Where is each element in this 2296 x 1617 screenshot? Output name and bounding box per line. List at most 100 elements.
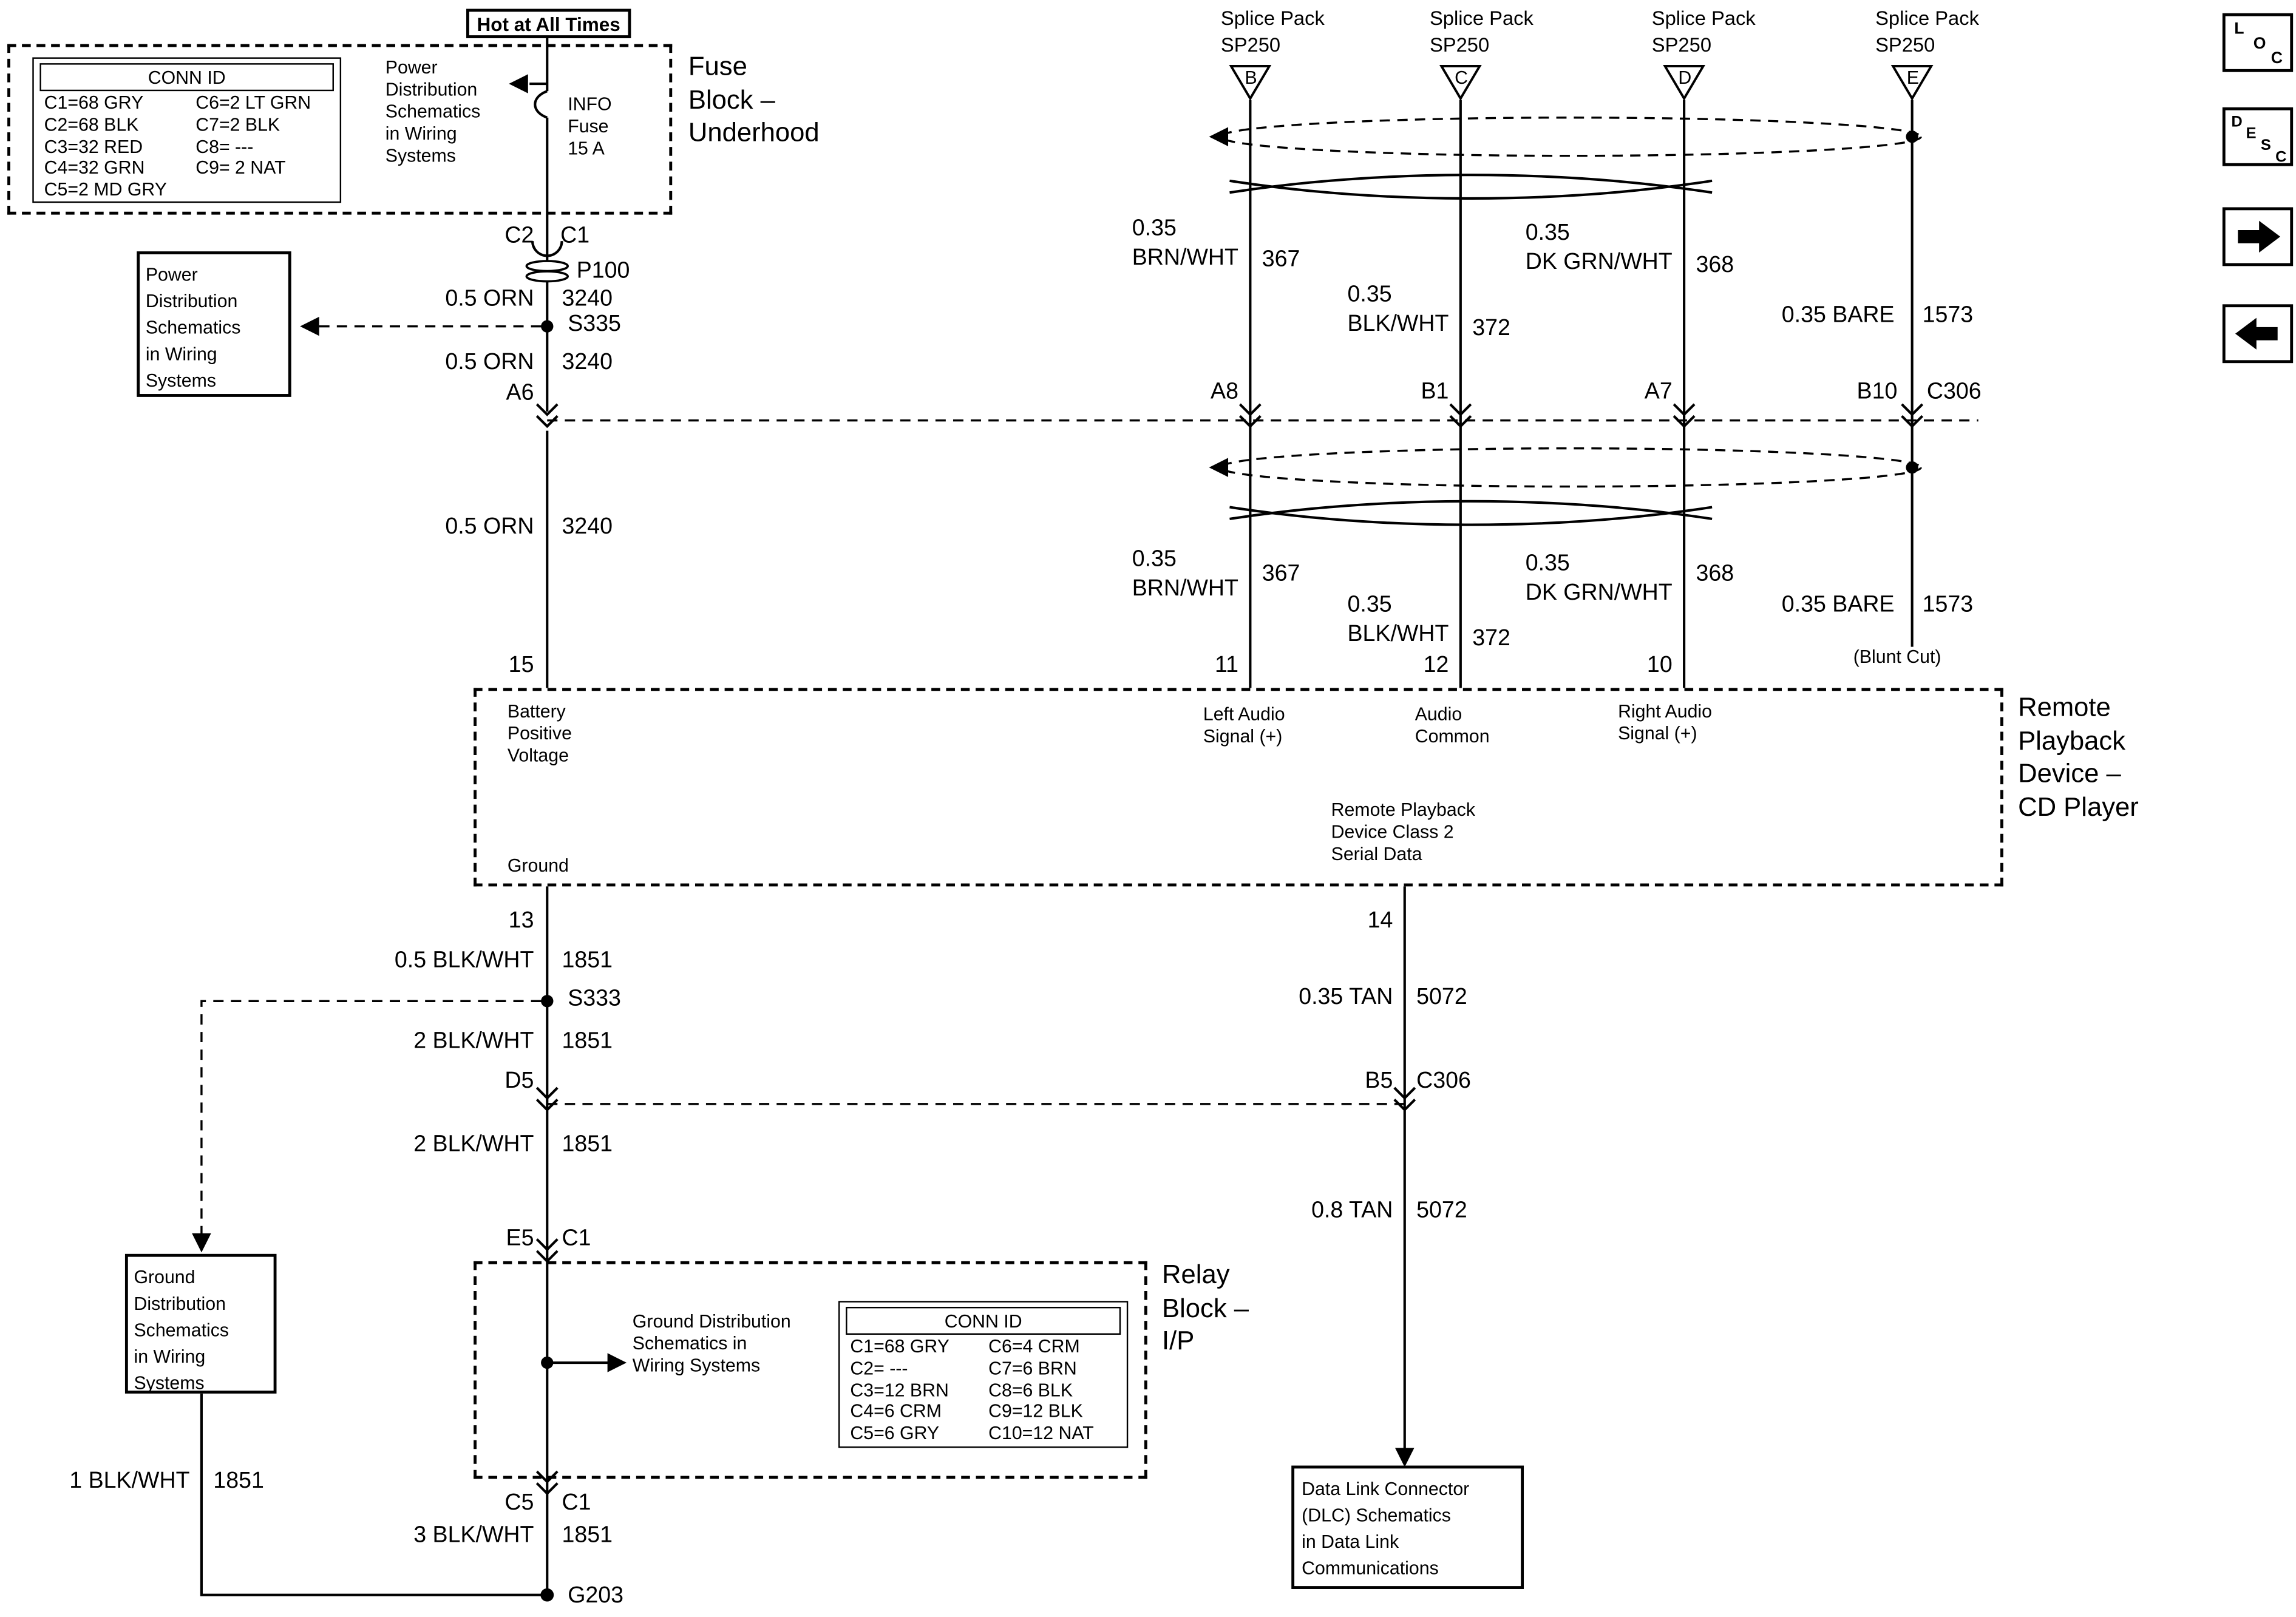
- connector-halves-icon: [531, 241, 563, 257]
- shield-oval: [1220, 447, 1922, 488]
- pin-10: 10: [1646, 653, 1673, 678]
- wire-label-bare: 0.35 BARE: [1781, 592, 1895, 618]
- terminal-d5: D5: [504, 1068, 534, 1094]
- wire-label-bare: 0.35 BARE: [1781, 302, 1895, 328]
- pin-15: 15: [508, 653, 534, 678]
- hot-at-all-times-label: Hot at All Times: [477, 12, 620, 35]
- hot-at-all-times-box: Hot at All Times: [466, 8, 631, 38]
- device-pin-audio-common: Audio Common: [1415, 704, 1490, 747]
- conn-id-entry: C9= 2 NAT: [195, 158, 286, 178]
- loc-button[interactable]: L O C: [2222, 13, 2294, 72]
- conn-id-header: CONN ID: [846, 1306, 1121, 1335]
- arrowhead-left: [1209, 458, 1229, 477]
- info-fuse-label: INFO Fuse 15 A: [568, 93, 612, 159]
- s333-reference-line: [200, 1000, 542, 1239]
- splice-pack-e-label: Splice Pack SP250: [1875, 7, 1979, 56]
- loc-letter: O: [2253, 35, 2266, 53]
- left-arrow-icon: [2235, 317, 2278, 350]
- conn-id-entry: C5=6 GRY: [850, 1423, 940, 1444]
- terminal-a8: A8: [1211, 379, 1238, 404]
- circuit-1851: 1851: [562, 1029, 613, 1054]
- pin-13: 13: [508, 908, 534, 934]
- wire-label-blk-wht-2: 2 BLK/WHT: [413, 1029, 534, 1054]
- circuit-368: 368: [1696, 253, 1734, 278]
- conn-id-entry: C3=12 BRN: [850, 1380, 949, 1400]
- wire-label-tan-035: 0.35 TAN: [1299, 985, 1393, 1010]
- wire-label-blk-wht: 0.35 BLK/WHT: [1347, 592, 1449, 648]
- wire-label-orn: 0.5 ORN: [445, 514, 534, 540]
- circuit-1851: 1851: [213, 1468, 264, 1494]
- circuit-3240: 3240: [562, 286, 613, 312]
- terminal-a7: A7: [1644, 379, 1673, 404]
- previous-page-button[interactable]: [2222, 304, 2294, 364]
- conn-id-entry: C4=32 GRN: [44, 158, 145, 178]
- conn-id-entry: C5=2 MD GRY: [44, 179, 167, 200]
- device-title: Remote Playback Device – CD Player: [2018, 692, 2139, 822]
- circuit-1851: 1851: [562, 948, 613, 974]
- shield-drain-dot: [1906, 461, 1918, 474]
- fuse-icon: [534, 90, 548, 119]
- circuit-1851: 1851: [562, 1522, 613, 1548]
- wire-label-orn: 0.5 ORN: [445, 350, 534, 375]
- loc-letter: C: [2271, 50, 2283, 68]
- splice-pack-id-d: D: [1678, 67, 1692, 89]
- desc-letter: C: [2275, 148, 2287, 166]
- conn-id-entry: C2=68 BLK: [44, 114, 139, 135]
- device-pin-left-audio: Left Audio Signal (+): [1203, 704, 1285, 747]
- splice-pack-c-label: Splice Pack SP250: [1429, 7, 1533, 56]
- wire-label-brn-wht: 0.35 BRN/WHT: [1132, 546, 1238, 602]
- conn-id-col1: C1=68 GRY C2= --- C3=12 BRN C4=6 CRM C5=…: [850, 1336, 949, 1445]
- device-pin-right-audio: Right Audio Signal (+): [1618, 701, 1712, 744]
- conn-id-table-underhood: CONN ID C1=68 GRY C2=68 BLK C3=32 RED C4…: [32, 57, 342, 203]
- conn-id-entry: C4=6 CRM: [850, 1401, 942, 1422]
- dashed-reference-lines: [200, 117, 1978, 1239]
- connector-c306-label: C306: [1926, 379, 1982, 404]
- twisted-pair-lens: [1229, 179, 1713, 200]
- wire-label-dk-grn-wht: 0.35 DK GRN/WHT: [1525, 551, 1673, 606]
- terminal-b10: B10: [1856, 379, 1898, 404]
- pin-11: 11: [1215, 653, 1238, 678]
- connector-c1-label: C1: [562, 1490, 591, 1516]
- conn-id-table-relay: CONN ID C1=68 GRY C2= --- C3=12 BRN C4=6…: [838, 1301, 1129, 1448]
- conn-id-header: CONN ID: [39, 63, 334, 92]
- relay-block-title: Relay Block – I/P: [1162, 1259, 1249, 1356]
- circuit-372: 372: [1472, 626, 1510, 651]
- next-page-button[interactable]: [2222, 207, 2294, 266]
- conn-id-title: CONN ID: [148, 67, 226, 88]
- splice-s333-label: S333: [568, 986, 621, 1012]
- wire-label-blk-wht-05: 0.5 BLK/WHT: [394, 948, 534, 974]
- device-pin-serial-data: Remote Playback Device Class 2 Serial Da…: [1331, 799, 1475, 865]
- blunt-cut-label: (Blunt Cut): [1853, 646, 1941, 668]
- splice-pack-d-icon: [1663, 65, 1705, 101]
- circuit-367: 367: [1262, 246, 1300, 273]
- connector-c1-label: C1: [562, 1225, 591, 1251]
- conn-id-entry: C3=32 RED: [44, 136, 143, 157]
- wire-label-brn-wht: 0.35 BRN/WHT: [1132, 216, 1238, 271]
- connector-c306-label: C306: [1416, 1068, 1471, 1094]
- circuit-3240: 3240: [562, 350, 613, 375]
- terminal-b1: B1: [1421, 379, 1449, 404]
- wire-label-tan-08: 0.8 TAN: [1311, 1198, 1393, 1223]
- wire-label-dk-grn-wht: 0.35 DK GRN/WHT: [1525, 220, 1673, 276]
- conn-id-entry: C2= ---: [850, 1358, 908, 1379]
- arrowhead-left: [509, 74, 528, 93]
- conn-id-entry: C6=2 LT GRN: [195, 92, 311, 114]
- arrowhead-down: [192, 1233, 211, 1253]
- connector-p100-label: P100: [576, 259, 630, 284]
- circuit-5072: 5072: [1416, 1198, 1467, 1223]
- power-distribution-note: Power Distribution Schematics in Wiring …: [145, 264, 241, 392]
- arrowhead-left: [300, 316, 319, 336]
- conn-id-col2: C6=4 CRM C7=6 BRN C8=6 BLK C9=12 BLK C10…: [988, 1336, 1094, 1445]
- dlc-note: Data Link Connector (DLC) Schematics in …: [1302, 1479, 1470, 1579]
- terminal-a6: A6: [506, 381, 534, 406]
- connector-c2-label: C2: [504, 223, 534, 249]
- circuit-1573: 1573: [1922, 302, 1974, 328]
- desc-button[interactable]: D E S C: [2222, 107, 2294, 166]
- conn-id-entry: C7=2 BLK: [195, 114, 280, 135]
- right-arrow-icon: [2238, 220, 2281, 253]
- fuse-block-underhood-outline: [7, 44, 673, 215]
- arrowhead-left: [1209, 127, 1229, 146]
- arrowhead-down: [1395, 1448, 1415, 1467]
